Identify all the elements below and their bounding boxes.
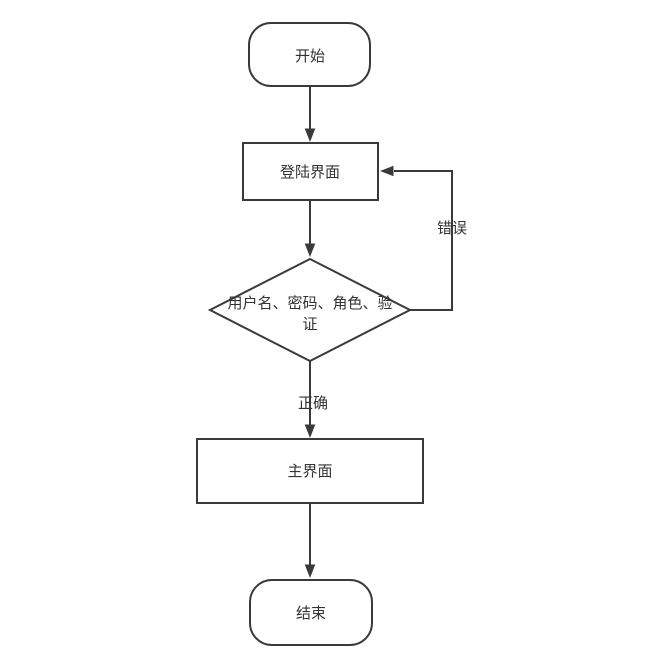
edge-decision-to-main: [304, 361, 316, 438]
node-login: 登陆界面: [242, 142, 379, 201]
node-end-label: 结束: [296, 604, 326, 622]
arrowhead-left-icon: [380, 165, 394, 177]
edge-decision-to-login: [380, 165, 453, 311]
node-main-label: 主界面: [287, 462, 332, 480]
node-main-shape: [196, 438, 424, 504]
node-start-shape: [248, 22, 371, 87]
edge-label-correct: 正确: [298, 394, 328, 412]
node-end-shape: [249, 579, 373, 646]
arrowhead-down-icon: [304, 243, 316, 257]
edge-main-to-end: [304, 503, 316, 578]
node-decision-shape: [207, 257, 413, 363]
node-decision-label-line1: 用户名、密码、角色、验: [227, 294, 392, 312]
node-decision-label-line2: 证: [302, 315, 317, 333]
node-start-label: 开始: [295, 47, 325, 65]
node-main: 主界面: [196, 438, 424, 504]
node-end: 结束: [249, 579, 373, 646]
arrowhead-down-icon: [304, 128, 316, 142]
edge-label-error: 错误: [437, 219, 467, 237]
node-login-shape: [242, 142, 379, 201]
node-decision: 用户名、密码、角色、验 证: [207, 257, 413, 363]
edge-start-to-login: [304, 87, 316, 142]
arrowhead-down-icon: [304, 564, 316, 578]
edge-line: [394, 170, 453, 311]
edge-login-to-decision: [304, 201, 316, 257]
arrowhead-down-icon: [304, 424, 316, 438]
node-login-label: 登陆界面: [280, 163, 340, 181]
node-start: 开始: [248, 22, 371, 87]
